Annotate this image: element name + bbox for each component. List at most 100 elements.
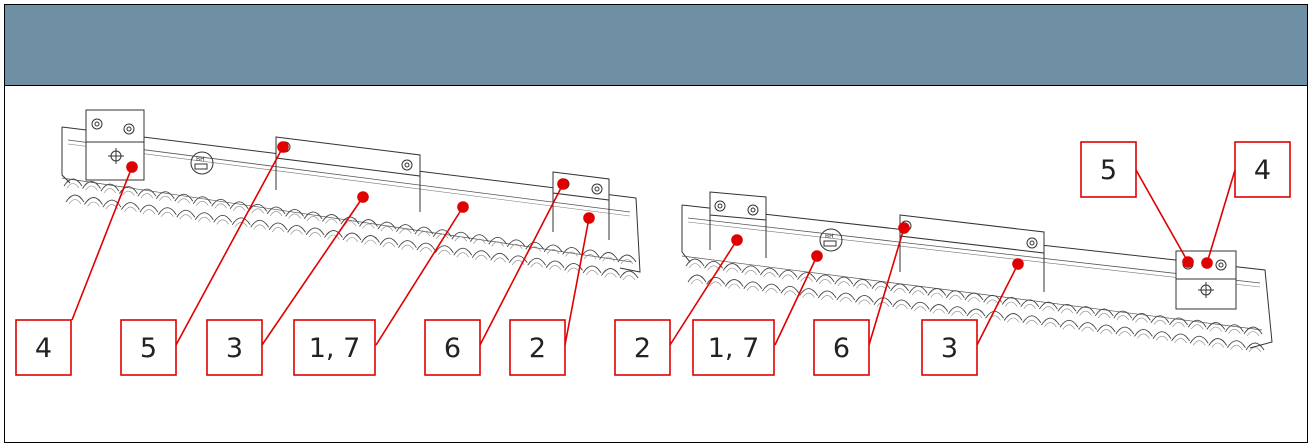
tooth-scallop [890,283,910,294]
left-plate-5 [275,136,421,212]
tooth-scallop [287,224,307,235]
callout-box-l-4 [15,319,72,376]
tooth-scallop [361,235,380,245]
tooth-scallop [303,211,323,222]
tooth-scallop [759,267,779,278]
tooth-scallop [395,224,415,235]
callout-label-r-6: 6 [833,333,850,364]
tooth-scallop [416,242,436,253]
tooth-scallop [379,237,399,248]
dot-l-3 [357,191,369,203]
tooth-scallop [852,278,872,289]
right-cutter-bar: BH [681,191,1273,349]
tooth-scallop [761,283,781,294]
tooth-scallop [908,285,928,296]
tooth-scallop [213,214,233,225]
tooth-scallop [157,207,177,218]
tooth-scallop [342,232,362,243]
left-cutter-bar: BH [61,109,641,273]
tooth-scallop [580,249,600,260]
tooth-scallop [815,274,835,285]
left-scallops [63,178,639,281]
tooth-scallop [582,265,602,276]
right-plate-6 [899,214,1045,292]
dot-l-5 [277,141,289,153]
tooth-scallop [743,281,763,292]
tooth-scallop [285,208,305,219]
tooth-scallop [1224,324,1244,335]
callout-label-l-4: 4 [35,333,52,364]
tooth-scallop [1189,335,1209,346]
tooth-scallop [1133,328,1153,339]
callout-box-r-2 [614,319,671,376]
tooth-scallop [706,276,726,287]
dot-r-6 [898,222,910,234]
tooth-scallop [469,234,489,245]
tooth-scallop [778,269,798,280]
dot-l-2 [583,212,595,224]
tooth-scallop [139,204,159,215]
dot-l-17 [457,201,469,213]
callout-label-r-2: 2 [634,333,651,364]
tooth-scallop [1115,326,1135,337]
tooth-scallop [1208,338,1228,348]
tooth-scallop [617,254,637,265]
dot-r-2 [731,234,743,246]
tooth-scallop [100,183,120,194]
right-logo-icon: BH [819,228,843,252]
tooth-scallop [910,301,930,312]
tooth-scallop [545,260,565,271]
tooth-scallop [817,290,837,301]
tooth-scallop [488,236,508,247]
tooth-scallop [1245,342,1265,353]
tooth-scallop [471,250,491,261]
tooth-scallop [966,308,986,319]
tooth-scallop [927,288,947,298]
tooth-scallop [619,270,639,281]
tooth-scallop [599,252,618,262]
callout-label-l-17: 1, 7 [309,333,361,364]
tooth-scallop [451,231,471,242]
callout-label-l-6: 6 [444,333,461,364]
left-plate-4 [85,109,145,181]
tooth-scallop [527,257,547,268]
dot-r-5 [1182,256,1194,268]
tooth-scallop [799,288,819,299]
tooth-scallop [82,181,101,191]
tooth-scallop [834,276,854,287]
tooth-scallop [854,294,874,305]
dot-l-6 [557,178,569,190]
dot-r-4 [1201,257,1213,269]
callout-box-r-6 [813,319,870,376]
callout-label-r-4: 4 [1254,155,1271,186]
tooth-scallop [1003,313,1023,323]
tooth-scallop [65,194,85,205]
callout-label-r-5: 5 [1100,155,1117,186]
svg-text:BH: BH [825,233,834,240]
tooth-scallop [1059,319,1079,330]
tooth-scallop [176,209,196,220]
tooth-scallop [397,240,417,251]
tooth-scallop [305,227,325,238]
right-plate-2 [709,191,767,258]
callout-box-l-2 [509,319,566,376]
tooth-scallop [194,212,214,223]
callout-box-l-17 [293,319,376,376]
tooth-scallop [84,197,103,207]
tooth-scallop [985,310,1005,321]
callout-box-r-17 [692,319,775,376]
tooth-scallop [266,206,286,217]
tooth-scallop [892,299,912,310]
tooth-scallop [1096,324,1116,335]
callout-label-l-3: 3 [226,333,243,364]
tooth-scallop [836,292,856,303]
callout-box-l-6 [424,319,481,376]
tooth-scallop [687,274,707,285]
tooth-scallop [322,214,341,224]
tooth-scallop [414,226,434,237]
dot-r-3 [1012,258,1024,270]
tooth-scallop [1226,340,1246,351]
dot-l-4 [126,161,138,173]
callout-label-l-2: 2 [529,333,546,364]
